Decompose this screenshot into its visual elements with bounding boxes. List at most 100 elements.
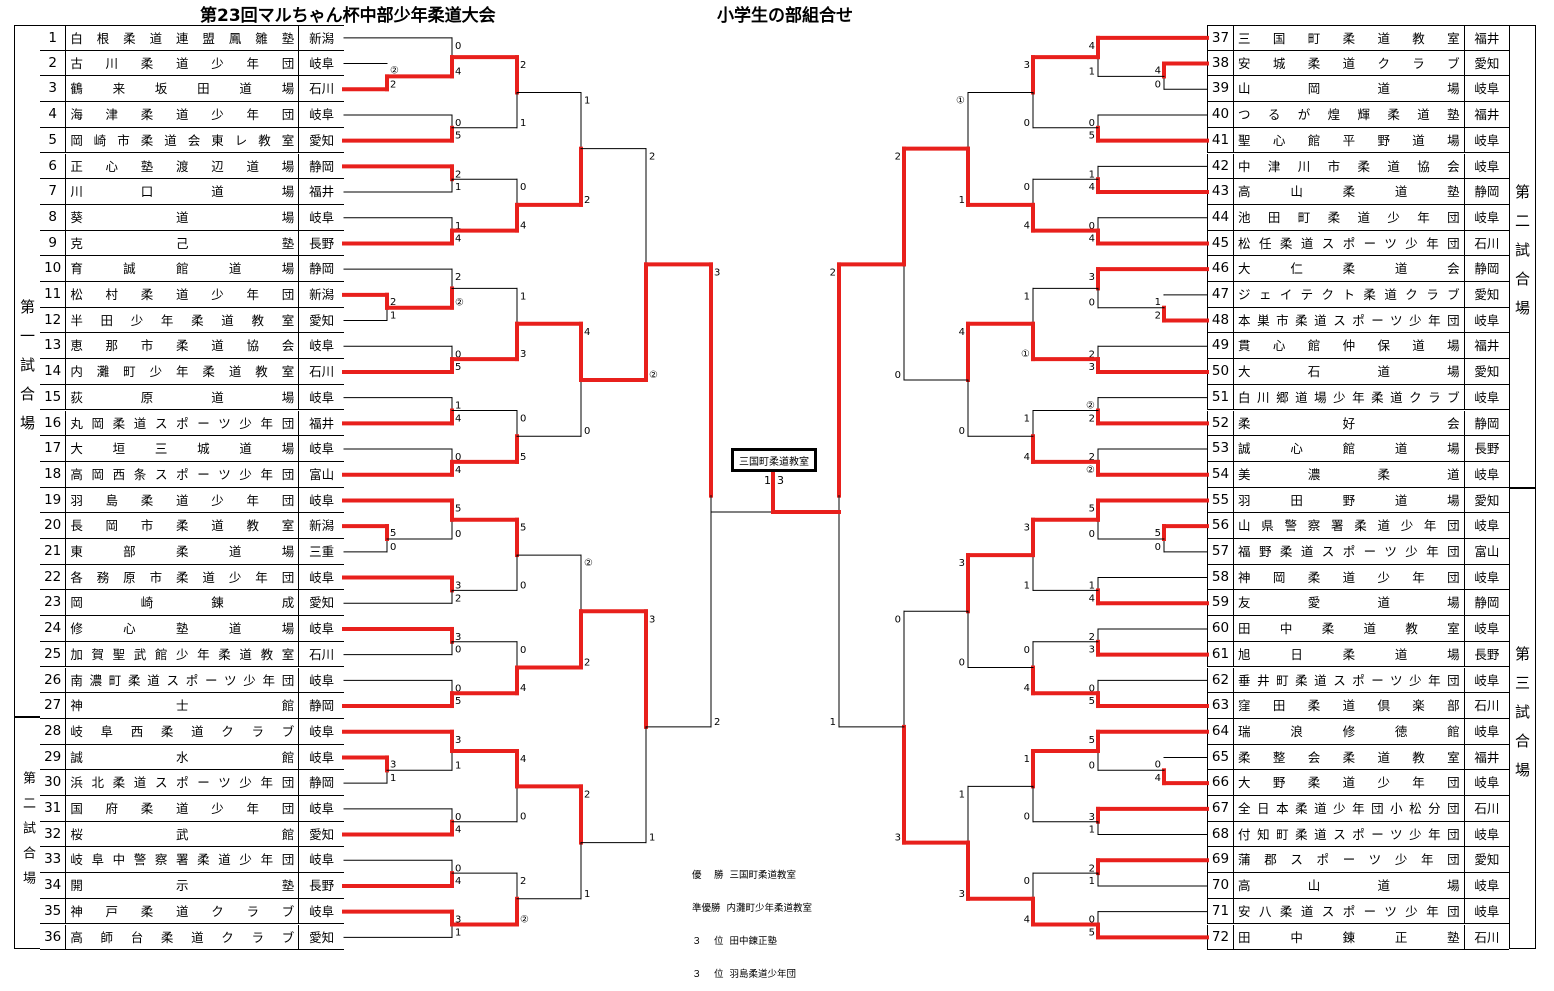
team-name: 聖心館平野道場: [1234, 127, 1465, 153]
team-number: 37: [1208, 26, 1235, 50]
match-score: 4: [455, 825, 461, 836]
team-prefecture: 愛知: [309, 595, 335, 611]
team-prefecture: 石川: [1474, 801, 1500, 816]
team-number: 59: [1208, 590, 1235, 616]
team-number: 72: [1208, 924, 1235, 950]
tournament-bracket: ②204052114212②05140450503230053131040431…: [342, 35, 1209, 940]
team-number: 56: [1208, 513, 1235, 538]
match-score: 2: [1089, 349, 1095, 360]
team-name: 窪田柔道倶楽部: [1234, 693, 1465, 718]
team-number: 10: [40, 256, 67, 281]
match-score: 0: [455, 452, 461, 463]
match-score: 5: [1089, 735, 1095, 746]
match-score: 0: [1024, 645, 1030, 656]
team-name: 東部柔道場: [66, 539, 300, 564]
match-score: 2: [649, 152, 655, 163]
venue-2r-text: 第二試合場: [1513, 184, 1531, 329]
team-name: 克己塾: [66, 230, 300, 256]
match-score: 3: [895, 833, 901, 844]
match-score: 3: [1089, 645, 1095, 656]
match-score: 0: [520, 414, 526, 425]
team-name: 高山柔道塾: [1234, 179, 1465, 204]
match-score: 0: [455, 863, 461, 874]
team-number: 58: [1208, 564, 1235, 590]
match-score: ②: [455, 298, 464, 309]
team-name: 誠水館: [66, 744, 300, 770]
match-score: 2: [455, 593, 461, 604]
team-name: 本巣市柔道スポーツ少年団: [1234, 307, 1465, 333]
match-score: 0: [1089, 221, 1095, 232]
match-score: 0: [1155, 542, 1161, 553]
team-name: 半田少年柔道教室: [66, 307, 300, 333]
match-score: 1: [1024, 580, 1030, 591]
match-score: 3: [1024, 60, 1030, 71]
match-score: 0: [1024, 876, 1030, 887]
match-score: 0: [1089, 683, 1095, 694]
team-prefecture: 新潟: [309, 31, 335, 46]
match-score: 2: [390, 79, 396, 90]
team-prefecture: 岐阜: [1474, 209, 1500, 225]
match-score: 5: [1089, 503, 1095, 514]
team-name: 柔整会柔道教室: [1234, 744, 1465, 770]
team-prefecture: 岐阜: [309, 801, 335, 816]
team-name: 友愛道場: [1234, 590, 1465, 616]
venue-label-1: 第一試合場: [14, 25, 40, 717]
team-name: 田中錬正塾: [1234, 924, 1465, 950]
team-name: 荻原道場: [66, 384, 300, 410]
team-prefecture: 静岡: [1474, 184, 1500, 200]
team-name: 柔好会: [1234, 410, 1465, 436]
team-number: 64: [1208, 718, 1235, 744]
team-prefecture: 岐阜: [309, 621, 335, 637]
match-score: 3: [1089, 272, 1095, 283]
team-number: 27: [40, 693, 67, 718]
team-prefecture: 長野: [1474, 441, 1500, 457]
team-number: 42: [1208, 153, 1235, 179]
team-number: 67: [1208, 796, 1235, 821]
champion-box: 三国町柔道教室: [731, 448, 817, 472]
team-prefecture: 石川: [309, 646, 335, 662]
team-number: 26: [40, 667, 67, 693]
team-number: 14: [40, 359, 67, 384]
match-score: 2: [390, 297, 396, 308]
match-score: 1: [455, 927, 461, 938]
team-name: 誠心館道場: [1234, 436, 1465, 461]
team-name: 中津川市柔道協会: [1234, 153, 1465, 179]
match-score: 4: [1089, 41, 1095, 52]
match-score: 0: [1089, 298, 1095, 309]
match-score: 2: [895, 152, 901, 163]
team-prefecture: 石川: [1474, 235, 1500, 251]
match-score: 0: [455, 683, 461, 694]
team-number: 60: [1208, 616, 1235, 641]
team-number: 11: [40, 282, 67, 307]
match-score: 1: [520, 291, 526, 302]
match-score: 5: [1089, 927, 1095, 938]
team-name: 岐阜西柔道クラブ: [66, 718, 300, 744]
team-prefecture: 静岡: [309, 775, 335, 791]
match-score: 0: [520, 645, 526, 656]
team-number: 71: [1208, 898, 1235, 924]
match-score: 3: [455, 632, 461, 643]
team-prefecture: 岐阜: [1474, 672, 1500, 688]
page-title: 第23回マルちゃん杯中部少年柔道大会: [200, 6, 496, 26]
team-name: 鶴来坂田道場: [66, 76, 300, 102]
result-third-b: ３ 位 羽島柔道少年団: [692, 969, 797, 980]
team-name: 大仁柔道会: [1234, 256, 1465, 281]
match-score: 4: [455, 66, 461, 77]
team-number: 50: [1208, 359, 1235, 384]
match-score: 1: [390, 773, 396, 784]
match-score: 4: [584, 327, 590, 338]
match-score: 2: [1089, 452, 1095, 463]
team-name: 白根柔道連盟鳳雛塾: [66, 26, 300, 50]
